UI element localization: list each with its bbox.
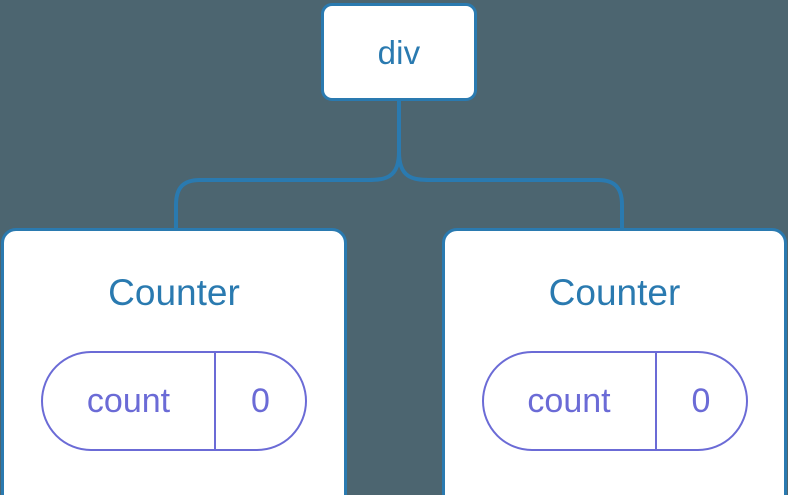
state-value-cell: 0 (216, 353, 305, 449)
root-node-label: div (377, 33, 421, 71)
state-key-cell: count (484, 353, 657, 449)
component-card-counter-2[interactable]: Counter count 0 (442, 228, 787, 495)
state-key-label: count (86, 382, 171, 420)
root-node-div[interactable]: div (321, 3, 477, 101)
state-pill[interactable]: count 0 (481, 351, 748, 451)
state-value-cell: 0 (657, 353, 746, 449)
connector-branch-left (174, 151, 401, 230)
state-key-label: count (527, 382, 611, 420)
component-title: Counter (548, 272, 681, 313)
connector-branch-right (397, 151, 624, 230)
state-value-label: 0 (691, 382, 711, 420)
component-title: Counter (108, 272, 240, 313)
state-value-label: 0 (251, 382, 270, 420)
component-card-counter-1[interactable]: Counter count 0 (1, 228, 347, 495)
state-key-cell: count (43, 353, 216, 449)
state-pill[interactable]: count 0 (41, 351, 307, 451)
